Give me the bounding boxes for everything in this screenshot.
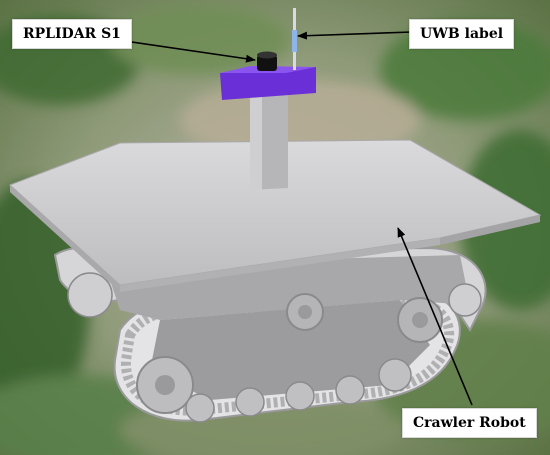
uwb-label: UWB label <box>409 19 515 49</box>
top-plate <box>9 139 542 292</box>
crawler-arrow <box>397 227 473 406</box>
uwb-arrow <box>297 31 413 40</box>
annotation-arrows <box>117 31 473 406</box>
uwb-antenna <box>292 8 297 70</box>
wheels <box>67 272 482 423</box>
crawler-robot-label: Crawler Robot <box>402 408 537 438</box>
sensor-mast <box>250 95 288 190</box>
rplidar-sensor <box>257 51 277 71</box>
rplidar-arrow <box>117 39 256 63</box>
rplidar-label: RPLIDAR S1 <box>12 19 132 49</box>
